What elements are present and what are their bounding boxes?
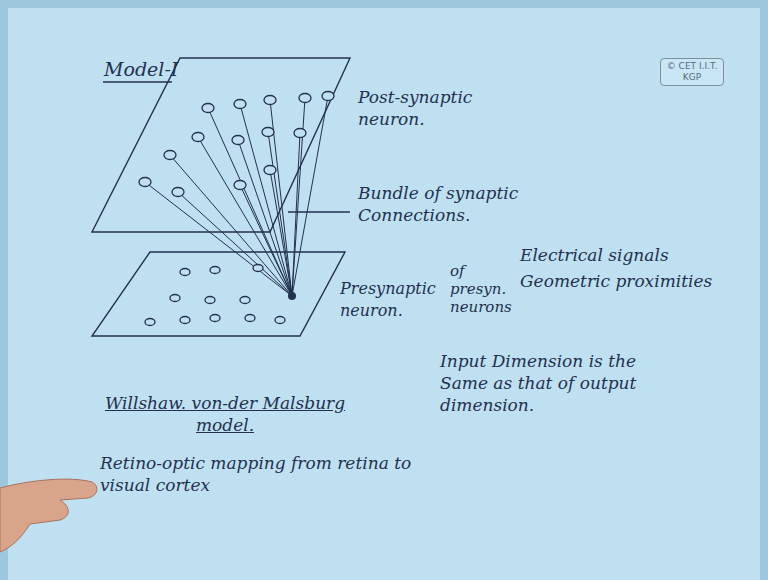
presynaptic-neuron [145, 319, 155, 326]
convergence-neuron [288, 292, 296, 300]
synaptic-connection [178, 192, 292, 296]
note: Electrical signals [520, 244, 720, 266]
figure-label: Post-synaptic neuron. [358, 86, 498, 130]
post-synaptic-neuron [139, 178, 151, 187]
post-synaptic-neuron [192, 133, 204, 142]
presynaptic-neuron [205, 297, 215, 304]
synaptic-connection [292, 133, 300, 296]
title-underline [103, 81, 172, 82]
post-neurons [139, 92, 334, 197]
synaptic-bundle [145, 96, 328, 296]
presynaptic-neuron [253, 265, 263, 272]
stamp-box: © CET I.I.T. KGP [660, 58, 724, 86]
pre-neurons [145, 265, 285, 326]
neuron-figure [92, 58, 350, 336]
hand [0, 479, 97, 552]
synaptic-connection [270, 170, 292, 296]
note: Geometric proximities [520, 270, 735, 292]
stamp-text: © CET I.I.T. KGP [664, 61, 720, 83]
synaptic-connection [240, 185, 292, 296]
post-synaptic-neuron [232, 136, 244, 145]
post-synaptic-neuron [234, 100, 246, 109]
presynaptic-neuron [210, 267, 220, 274]
post-synaptic-neuron [262, 128, 274, 137]
synaptic-connection [240, 104, 292, 296]
post-synaptic-neuron [234, 181, 246, 190]
note: Retino-optic mapping from retina to visu… [100, 452, 420, 496]
figure-label: Bundle of synaptic Connections. [358, 182, 548, 226]
synaptic-connection [292, 98, 305, 296]
presynaptic-neuron [245, 315, 255, 322]
presynaptic-neuron [210, 315, 220, 322]
synaptic-connection [292, 96, 328, 296]
sheet [8, 8, 760, 580]
post-synaptic-neuron [294, 129, 306, 138]
presynaptic-neuron [180, 317, 190, 324]
presynaptic-neuron [275, 317, 285, 324]
synaptic-connection [238, 140, 292, 296]
presynaptic-neuron [240, 297, 250, 304]
note: Input Dimension is the Same as that of o… [440, 350, 655, 416]
post-synaptic-plane [92, 58, 350, 232]
post-synaptic-neuron [264, 96, 276, 105]
synaptic-connection [170, 155, 292, 296]
post-synaptic-neuron [164, 151, 176, 160]
synaptic-connection [198, 137, 292, 296]
post-synaptic-neuron [264, 166, 276, 175]
model-heading: Willshaw. von-der Malsburg model. [100, 392, 350, 436]
post-synaptic-neuron [322, 92, 334, 101]
synaptic-connection [208, 108, 292, 296]
presynaptic-neuron [170, 295, 180, 302]
figure-label: Presynaptic neuron. [340, 278, 445, 322]
presynaptic-plane [92, 252, 345, 336]
post-synaptic-neuron [299, 94, 311, 103]
presynaptic-neuron [180, 269, 190, 276]
slide-title: Model-I [104, 58, 178, 80]
post-synaptic-neuron [172, 188, 184, 197]
post-synaptic-neuron [202, 104, 214, 113]
synaptic-connection [145, 182, 292, 296]
note: of presyn. neurons [450, 262, 514, 316]
